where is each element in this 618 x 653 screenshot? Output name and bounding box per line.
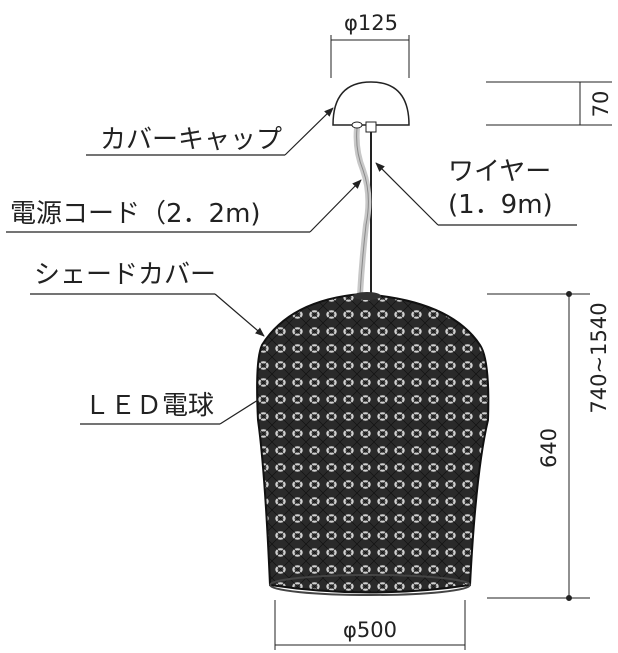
- label-wire-line2: (1．9m): [448, 190, 553, 220]
- shade-bottom-rim: [269, 574, 471, 596]
- leader-power-cord: [6, 179, 362, 233]
- label-shade-cover: シェードカバー: [34, 260, 216, 290]
- shade-diameter-dimension: [274, 600, 466, 650]
- label-wire-line1: ワイヤー: [448, 157, 551, 187]
- cap-diameter-dimension: [330, 35, 410, 78]
- leader-cover-cap: [86, 107, 334, 156]
- leader-wire: [375, 162, 577, 226]
- shade-cover: [256, 292, 490, 594]
- cord-entry: [351, 121, 363, 129]
- shade-diameter-text: φ500: [343, 618, 397, 642]
- label-led-bulb: ＬＥＤ電球: [84, 391, 214, 421]
- shade-height-text: 640: [537, 428, 561, 468]
- label-power-cord: 電源コード（2．2m): [10, 199, 261, 229]
- cap-height-dimension: [486, 81, 612, 126]
- ceiling-cap: [332, 81, 410, 126]
- overall-height-text: 740~1540: [587, 302, 611, 413]
- label-cover-cap: カバーキャップ: [100, 125, 282, 155]
- leader-shade-cover: [30, 293, 265, 337]
- leader-led-bulb: [80, 399, 259, 425]
- shade-top-fitting: [353, 292, 381, 300]
- cap-height-text: 70: [589, 91, 613, 118]
- cap-diameter-text: φ125: [344, 11, 398, 35]
- wire-grip: [365, 121, 377, 133]
